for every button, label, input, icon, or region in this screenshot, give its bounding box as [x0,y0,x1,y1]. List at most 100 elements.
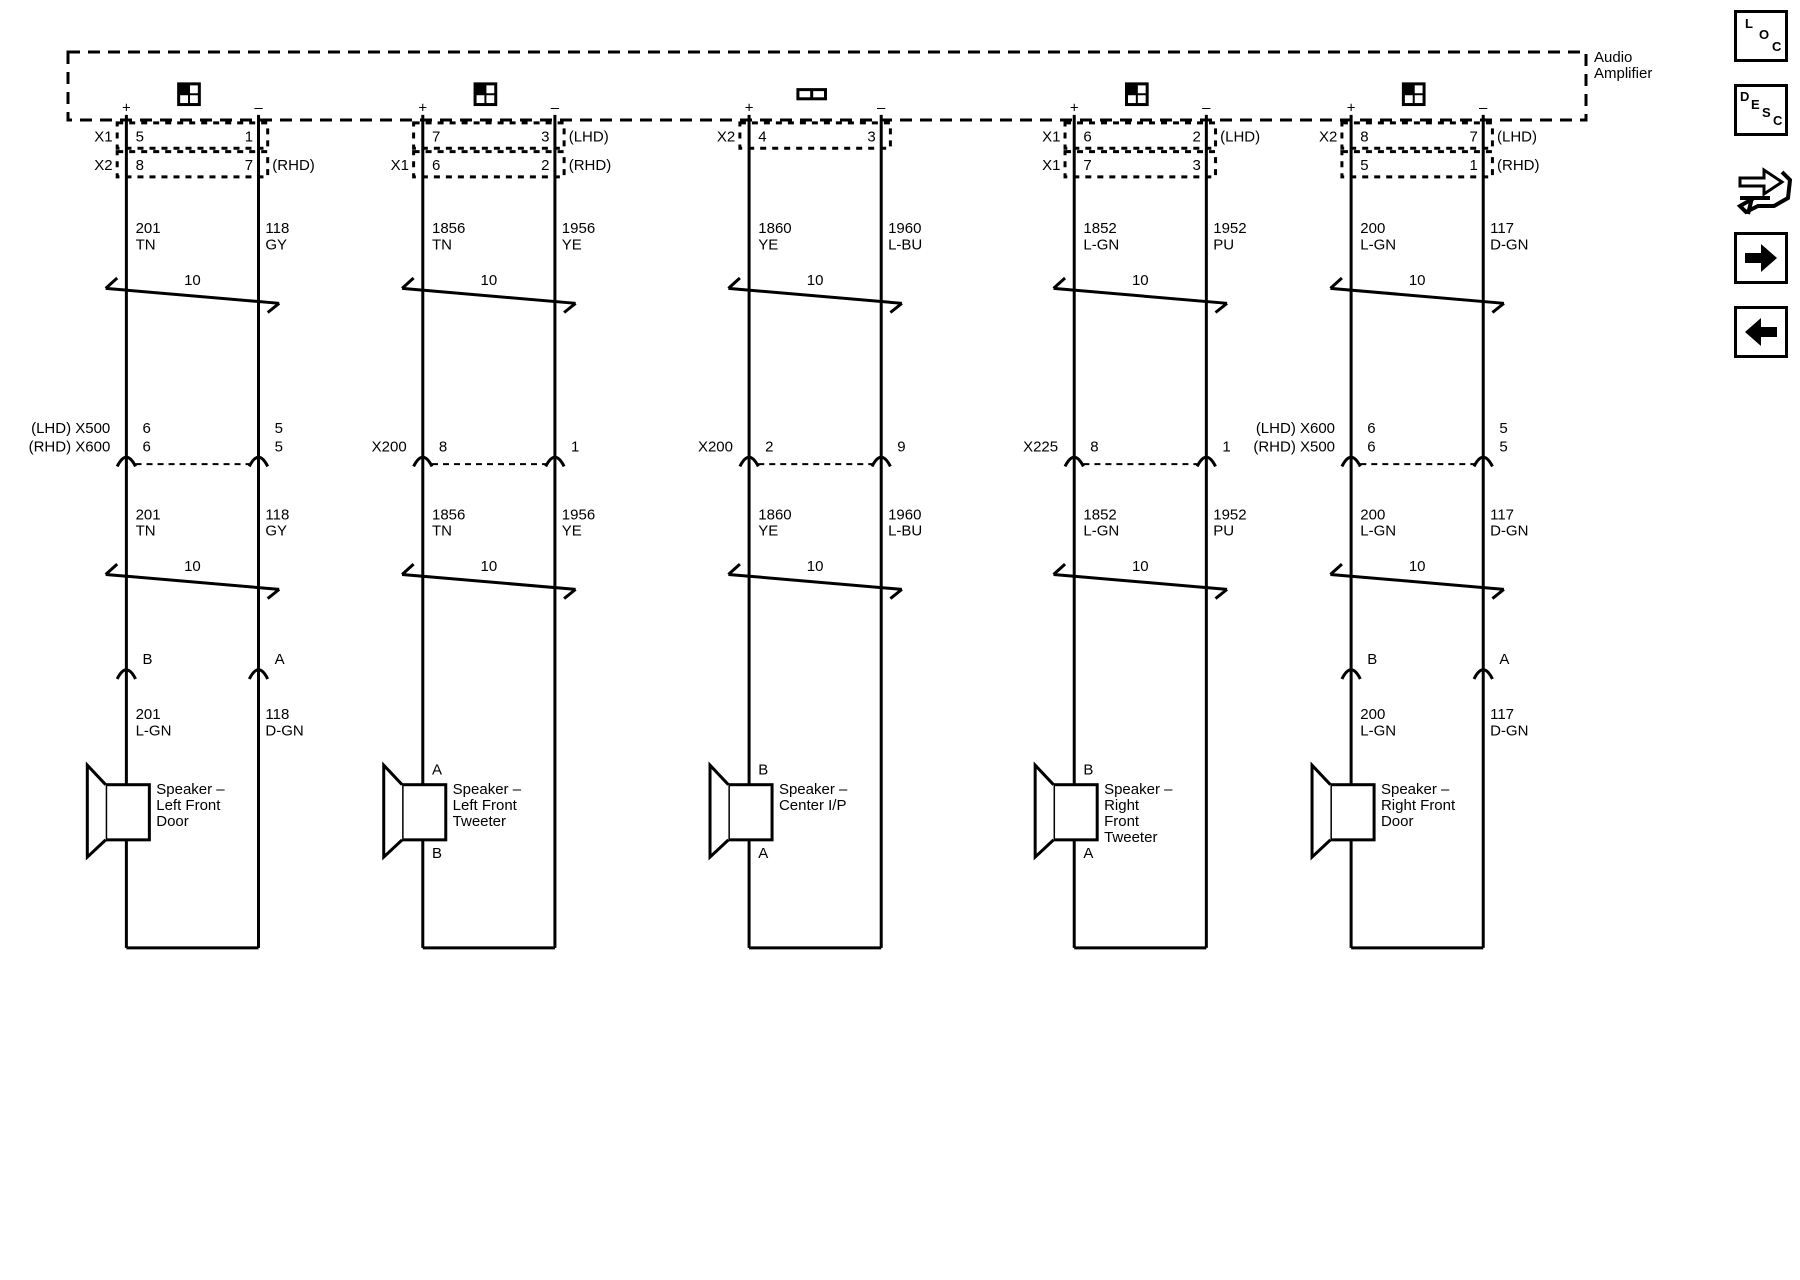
lft-inline-label-2: X200 [372,439,407,456]
rft-conn-row1-box [1063,121,1218,150]
lfd-wire-bot-pos-circuit: 201 [136,706,161,723]
nav-toolbar: L O C D E S C [1734,10,1794,380]
lfd-conn-row2-tag: (RHD) [272,157,315,174]
cip-inline-label-2: X200 [698,439,733,456]
cip-inline-pos-2: 2 [765,439,773,456]
rfd-inline-pos-2: 6 [1367,439,1375,456]
lft-wire-top-pos-color: TN [432,236,452,253]
previous-button[interactable] [1734,306,1788,358]
rfd-conn-row2-box [1340,150,1494,179]
lfd-splice-count-top: 10 [184,272,201,289]
rfd-wire-top-pos-color: L-GN [1360,236,1396,253]
cip-conn-row1-pos: 4 [758,128,766,145]
rft-twist-marker-top-tick-right [1214,302,1228,314]
cip-speaker-cone [708,761,730,861]
cip-conn-row1-neg: 3 [867,128,875,145]
rfd-plus-sign: + [1347,100,1356,117]
cip-wire-mid-neg-circuit: 1960 [888,506,921,523]
lfd-inline-label-1: (LHD) X500 [31,420,110,437]
lfd-twist-marker-bottom-tick-left [104,562,119,576]
rfd-conn-row1-pos: 8 [1360,128,1368,145]
lft-wire-mid-pos-circuit: 1856 [432,506,465,523]
loc-letter-o: O [1759,27,1770,42]
lfd-conn-row2-pos: 8 [136,157,144,174]
rfd-minus-sign: – [1479,100,1488,117]
rft-splice-count-bottom: 10 [1132,558,1149,575]
rft-inline-jack-pos [1063,455,1085,468]
lfd-speaker-jack-pos [115,668,137,680]
lfd-inline-jack-pos [115,455,137,468]
lfd-inline-neg-2: 5 [275,439,283,456]
desc-button[interactable]: D E S C [1734,84,1788,136]
lft-wire-mid-neg-color: YE [562,522,582,539]
rft-speaker-label-4: Tweeter [1104,829,1157,846]
rfd-wire-bot-pos-circuit: 200 [1360,706,1385,723]
cip-twist-marker-top-tick-left [727,276,741,290]
rfd-inline-neg-1: 5 [1499,420,1507,437]
lft-plus-sign: + [418,100,427,117]
lft-speaker-label-1: Speaker – [453,781,522,798]
lft-twist-marker-bottom-tick-right [563,588,577,600]
lfd-speaker-conn-pos: B [142,651,152,668]
amplifier-title-line1: Audio [1594,49,1632,66]
lfd-inline-pos-1: 6 [142,420,150,437]
rft-wire-mid-neg-circuit: 1952 [1213,506,1246,523]
rft-speaker-label-2: Right [1104,797,1140,814]
audio-amplifier-box[interactable] [66,50,1588,122]
cip-twist-marker-bottom-tick-left [727,562,741,576]
lft-wire-top-pos-circuit: 1856 [432,220,465,237]
cip-conn-row1-name: X2 [717,128,735,145]
rft-wire-mid-pos-color: L-GN [1083,522,1119,539]
previous-arrow-icon [1745,318,1777,346]
lfd-twist-marker-top-tick-right [266,302,281,314]
lfd-conn-row2-box [115,150,270,179]
rft-twist-marker-bottom-tick-left [1052,562,1067,576]
lfd-wire-bot-neg-circuit: 118 [265,706,289,723]
harness-button[interactable] [1734,158,1794,222]
rfd-speaker-jack-neg [1472,668,1494,680]
lfd-plus-sign: + [122,100,131,117]
cip-speaker-label-1: Speaker – [779,781,848,798]
rfd-twist-marker-top-tick-right [1491,302,1505,314]
lft-wire-top-neg-color: YE [562,236,582,253]
lft-conn-row1-neg: 3 [541,128,549,145]
lfd-speaker-label-2: Left Front [156,797,221,814]
cip-wire-mid-pos-circuit: 1860 [758,506,791,523]
lft-conn-row2-tag: (RHD) [569,157,612,174]
cip-splice-count-top: 10 [807,272,824,289]
cip-speaker-label-2: Center I/P [779,797,847,814]
lfd-wire-mid-neg-color: GY [265,522,287,539]
rft-wire-top-pos-circuit: 1852 [1083,220,1116,237]
lfd-speaker-conn-neg: A [275,651,285,668]
lft-speaker-pin-bottom: B [432,845,442,862]
rfd-inline-pos-1: 6 [1367,420,1375,437]
rft-twist-marker-bottom-tick-right [1214,588,1228,600]
rfd-wire-mid-neg-circuit: 117 [1490,506,1514,523]
lfd-speaker-jack-neg [247,668,270,680]
loc-button[interactable]: L O C [1734,10,1788,62]
rfd-inline-neg-2: 5 [1499,439,1507,456]
lfd-conn-row1-neg: 1 [245,128,253,145]
rft-twist-marker-top [1053,286,1228,305]
lfd-twist-marker-bottom [105,572,280,591]
lfd-inline-pos-2: 6 [142,439,150,456]
rft-inline-pos-2: 8 [1090,439,1098,456]
rfd-twist-marker-bottom-tick-left [1329,562,1343,576]
cip-splice-count-bottom: 10 [807,558,824,575]
rft-conn-row2-box [1063,150,1218,179]
rfd-wire-bot-neg-color: D-GN [1490,722,1528,739]
lft-twist-marker-top-tick-right [563,302,577,314]
rft-wire-mid-pos-circuit: 1852 [1083,506,1116,523]
rfd-speaker-jack-pos [1340,668,1362,680]
next-button[interactable] [1734,232,1788,284]
lfd-wire-top-neg-color: GY [265,236,287,253]
lft-twist-marker-bottom [401,572,576,591]
lft-conn-row2-neg: 2 [541,157,549,174]
lft-splice-count-top: 10 [481,272,498,289]
lft-conn-row1-pos: 7 [432,128,440,145]
cip-twist-marker-bottom [728,572,903,591]
lft-splice-count-bottom: 10 [481,558,498,575]
rfd-speaker-cone [1310,761,1332,861]
lfd-speaker-label-1: Speaker – [156,781,225,798]
rfd-speaker-label-2: Right Front [1381,797,1456,814]
